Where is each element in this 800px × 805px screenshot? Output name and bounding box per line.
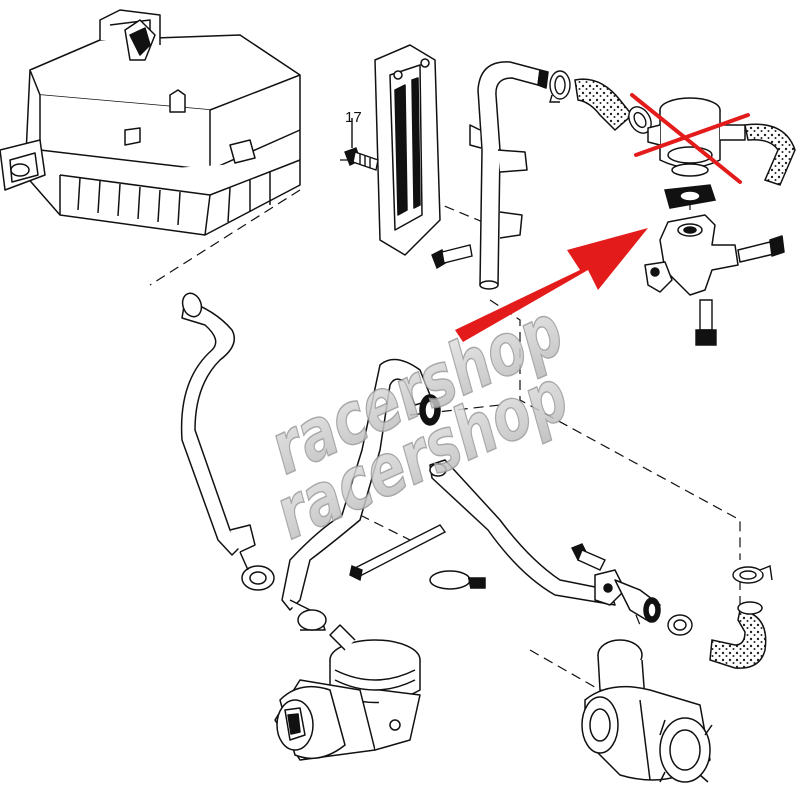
hose-clamp-mid [628, 106, 652, 134]
air-filter-housing [0, 9, 301, 236]
rubber-hose-center [281, 358, 441, 631]
valve-flange [644, 214, 785, 296]
secondary-air-pump [274, 624, 421, 761]
part-label-17: 17 [345, 109, 362, 126]
cross-out-icon [630, 93, 750, 184]
hose-clamp-lower [667, 565, 773, 636]
valve-gasket [664, 184, 716, 209]
bolt-bracket-right [571, 543, 606, 571]
cable-tie [349, 524, 447, 582]
bolt-valve-lower [695, 299, 717, 346]
bolt-17 [344, 118, 379, 171]
metal-air-pipe [469, 61, 549, 290]
hose-clamp-loose [429, 570, 486, 590]
rubber-hose-left [180, 292, 275, 591]
arrow-icon [455, 228, 648, 342]
heat-shield-bracket [374, 44, 441, 256]
turbocharger [581, 639, 713, 783]
dotted-hose-bottom [709, 601, 767, 669]
hose-clamp-top [549, 70, 571, 103]
dotted-hose-right [744, 123, 796, 186]
bolt-bracket-lower [431, 244, 473, 270]
rubber-hose-right [429, 459, 661, 623]
dotted-hose-top [574, 78, 634, 132]
combination-valve [647, 97, 746, 177]
